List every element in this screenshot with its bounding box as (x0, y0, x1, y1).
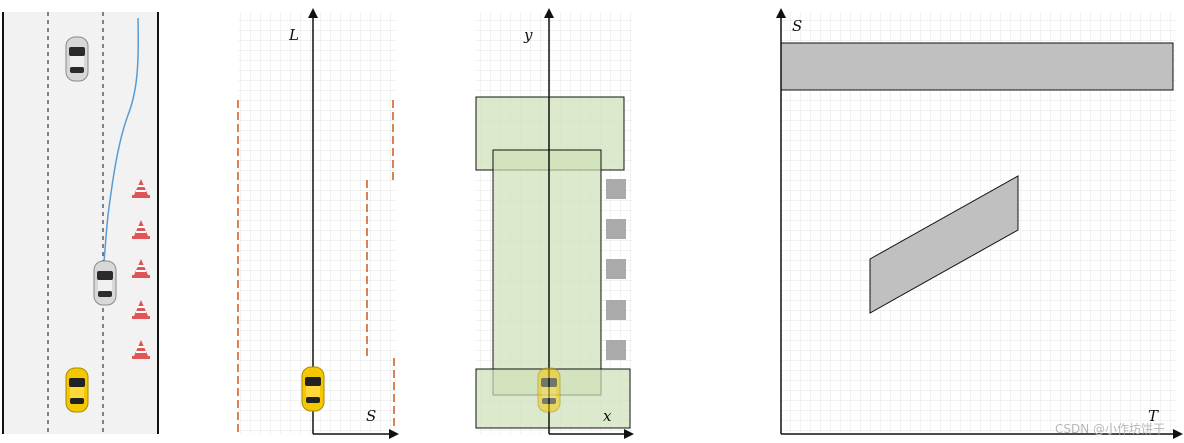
st-t-axis-label: T (1148, 407, 1159, 425)
xy-panel: y x (475, 8, 634, 439)
grey-car-ego (93, 260, 117, 306)
yellow-car (301, 366, 325, 412)
xy-box-middle (492, 149, 602, 396)
planned-path (103, 17, 140, 263)
st-panel: S T (776, 8, 1183, 439)
road-panel (2, 12, 159, 434)
obstacle-block (606, 300, 626, 320)
yellow-car (65, 367, 89, 413)
sl-grid (238, 12, 396, 434)
st-obstacle-region (869, 175, 1019, 314)
obstacle-block (606, 219, 626, 239)
sl-panel: L S (237, 8, 399, 439)
obstacle-block (606, 340, 626, 360)
st-blocked-band (780, 42, 1174, 91)
yellow-car-translucent (537, 367, 561, 413)
l-axis-label: L (288, 26, 299, 44)
y-axis-label: y (523, 26, 533, 44)
st-s-axis-label: S (792, 17, 802, 35)
grey-car-top (65, 36, 89, 82)
s-axis-label: S (366, 407, 376, 425)
watermark: CSDN @小作坊饼干 (1055, 421, 1165, 436)
road-surface (3, 12, 158, 434)
obstacle-block (606, 179, 626, 199)
x-axis-label: x (603, 407, 612, 425)
obstacle-block (606, 259, 626, 279)
